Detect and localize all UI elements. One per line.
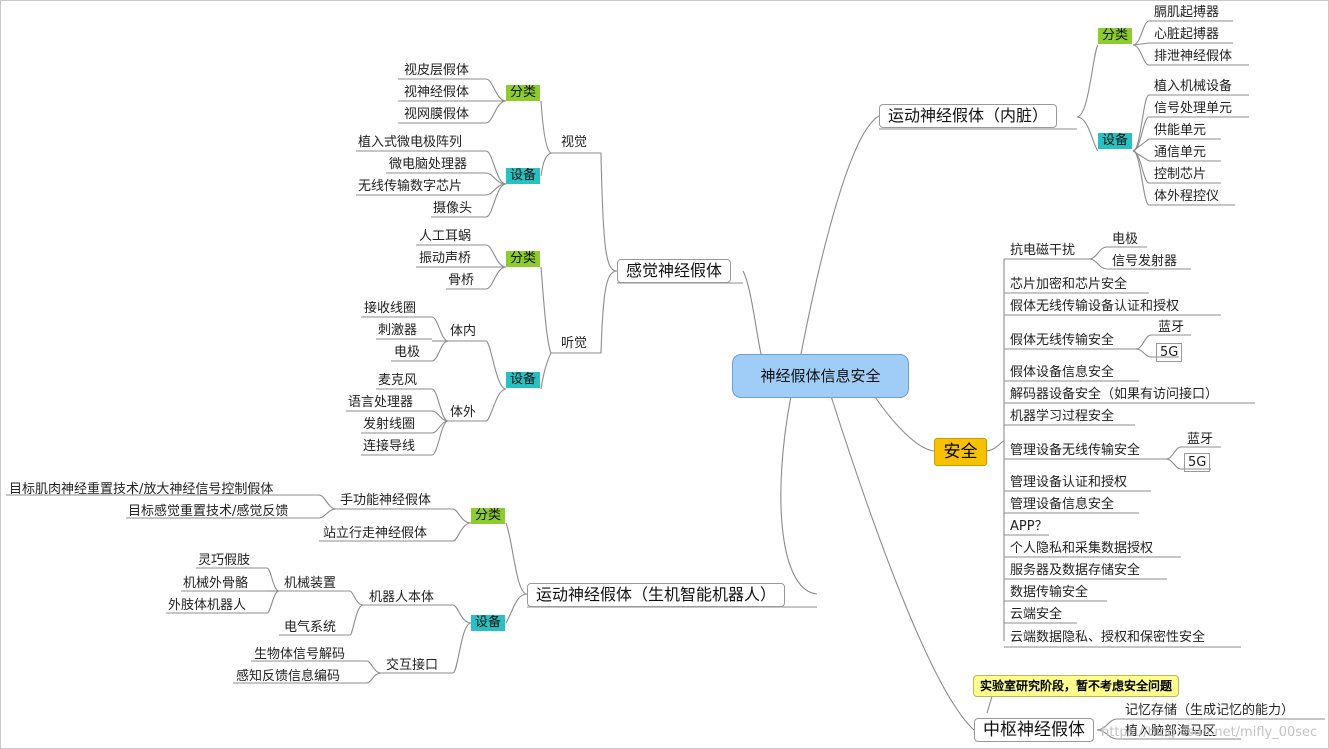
hearing-equipment-tag: 设备 (506, 372, 541, 388)
vision-label[interactable]: 视觉 (561, 135, 588, 150)
emi-item[interactable]: 信号发射器 (1112, 254, 1178, 269)
vision-equipment-item[interactable]: 植入式微电极阵列 (358, 135, 463, 150)
hearing-class-item[interactable]: 振动声桥 (419, 251, 472, 266)
motor-robot-topic[interactable]: 运动神经假体（生机智能机器人） (527, 583, 786, 607)
emi-label[interactable]: 抗电磁干扰 (1010, 243, 1076, 258)
mgmt-wireless-item[interactable]: 蓝牙 (1187, 432, 1214, 447)
security-item[interactable]: 服务器及数据存储安全 (1010, 563, 1141, 578)
hearing-external-item[interactable]: 连接导线 (363, 439, 416, 454)
hearing-external-label[interactable]: 体外 (450, 405, 477, 420)
security-item[interactable]: 云端安全 (1010, 607, 1063, 622)
hearing-class-item[interactable]: 骨桥 (448, 273, 475, 288)
security-item[interactable]: APP？ (1010, 519, 1048, 534)
vision-equipment-tag: 设备 (506, 168, 541, 184)
visceral-equipment-item[interactable]: 体外程控仪 (1154, 189, 1220, 204)
hand-function-label[interactable]: 手功能神经假体 (340, 493, 432, 508)
security-item[interactable]: 管理设备认证和授权 (1010, 475, 1128, 490)
robot-equipment-tag: 设备 (471, 615, 506, 631)
hearing-internal-item[interactable]: 电极 (394, 345, 421, 360)
mech-item[interactable]: 机械外骨骼 (183, 576, 249, 591)
vision-class-item[interactable]: 视皮层假体 (404, 63, 470, 78)
robot-body-label[interactable]: 机器人本体 (369, 590, 435, 605)
hearing-label[interactable]: 听觉 (561, 336, 588, 351)
visceral-class-item[interactable]: 排泄神经假体 (1154, 49, 1233, 64)
motor-visceral-topic[interactable]: 运动神经假体（内脏） (879, 104, 1058, 128)
interface-item[interactable]: 生物体信号解码 (254, 647, 346, 662)
hearing-classification-tag: 分类 (506, 251, 541, 267)
security-item[interactable]: 解码器设备安全（如果有访问接口） (1010, 387, 1219, 402)
wireless-item[interactable]: 蓝牙 (1158, 320, 1185, 335)
watermark: https://blog.csdn.net/mifly_00sec (1101, 725, 1318, 740)
vision-class-item[interactable]: 视网膜假体 (404, 107, 470, 122)
hearing-external-item[interactable]: 语言处理器 (348, 395, 414, 410)
wireless-item[interactable]: 5G (1156, 343, 1183, 362)
hearing-internal-item[interactable]: 接收线圈 (364, 301, 417, 316)
security-topic[interactable]: 安全 (934, 438, 987, 466)
electric-label[interactable]: 电气系统 (284, 620, 337, 635)
security-item[interactable]: 管理设备信息安全 (1010, 497, 1115, 512)
mech-item[interactable]: 灵巧假肢 (198, 553, 251, 568)
central-topic[interactable]: 中枢神经假体 (974, 718, 1094, 742)
wireless-label[interactable]: 假体无线传输安全 (1010, 333, 1115, 348)
interface-item[interactable]: 感知反馈信息编码 (236, 669, 341, 684)
visceral-equipment-tag: 设备 (1098, 133, 1133, 149)
central-note: 实验室研究阶段，暂不考虑安全问题 (973, 675, 1180, 697)
hearing-class-item[interactable]: 人工耳蜗 (419, 229, 472, 244)
security-item[interactable]: 芯片加密和芯片安全 (1010, 277, 1128, 292)
security-item[interactable]: 云端数据隐私、授权和保密性安全 (1010, 630, 1206, 645)
security-item[interactable]: 假体设备信息安全 (1010, 365, 1115, 380)
hearing-internal-item[interactable]: 刺激器 (378, 323, 418, 338)
visceral-classification-tag: 分类 (1098, 28, 1133, 44)
hearing-external-item[interactable]: 发射线圈 (363, 417, 416, 432)
mech-item[interactable]: 外肢体机器人 (168, 598, 247, 613)
central-item[interactable]: 记忆存储（生成记忆的能力） (1125, 703, 1295, 718)
robot-classification-tag: 分类 (471, 508, 506, 524)
visceral-equipment-item[interactable]: 植入机械设备 (1154, 79, 1233, 94)
mech-label[interactable]: 机械装置 (284, 576, 337, 591)
emi-item[interactable]: 电极 (1112, 232, 1139, 247)
visceral-class-item[interactable]: 膈肌起搏器 (1154, 5, 1220, 20)
security-item[interactable]: 数据传输安全 (1010, 585, 1089, 600)
root-topic[interactable]: 神经假体信息安全 (732, 354, 909, 398)
visceral-equipment-item[interactable]: 供能单元 (1154, 123, 1207, 138)
hand-function-item[interactable]: 目标感觉重置技术/感觉反馈 (128, 504, 289, 519)
visceral-equipment-item[interactable]: 控制芯片 (1154, 167, 1207, 182)
sensory-topic[interactable]: 感觉神经假体 (617, 259, 732, 283)
interface-label[interactable]: 交互接口 (386, 658, 439, 673)
vision-equipment-item[interactable]: 微电脑处理器 (389, 157, 468, 172)
vision-class-item[interactable]: 视神经假体 (404, 85, 470, 100)
visceral-class-item[interactable]: 心脏起搏器 (1154, 27, 1220, 42)
mgmt-wireless-item[interactable]: 5G (1184, 453, 1211, 472)
hearing-external-item[interactable]: 麦克风 (378, 373, 418, 388)
visceral-equipment-item[interactable]: 通信单元 (1154, 145, 1207, 160)
vision-equipment-item[interactable]: 无线传输数字芯片 (358, 179, 463, 194)
vision-classification-tag: 分类 (506, 85, 541, 101)
security-item[interactable]: 个人隐私和采集数据授权 (1010, 541, 1154, 556)
mgmt-wireless-label[interactable]: 管理设备无线传输安全 (1010, 443, 1141, 458)
security-item[interactable]: 假体无线传输设备认证和授权 (1010, 299, 1180, 314)
vision-equipment-item[interactable]: 摄像头 (433, 201, 473, 216)
security-item[interactable]: 机器学习过程安全 (1010, 409, 1115, 424)
central-item[interactable]: 植入脑部海马区 (1125, 724, 1217, 739)
visceral-equipment-item[interactable]: 信号处理单元 (1154, 101, 1233, 116)
hearing-internal-label[interactable]: 体内 (450, 324, 477, 339)
walk-prosthesis-label[interactable]: 站立行走神经假体 (323, 526, 428, 541)
hand-function-item[interactable]: 目标肌肉神经重置技术/放大神经信号控制假体 (9, 482, 274, 497)
